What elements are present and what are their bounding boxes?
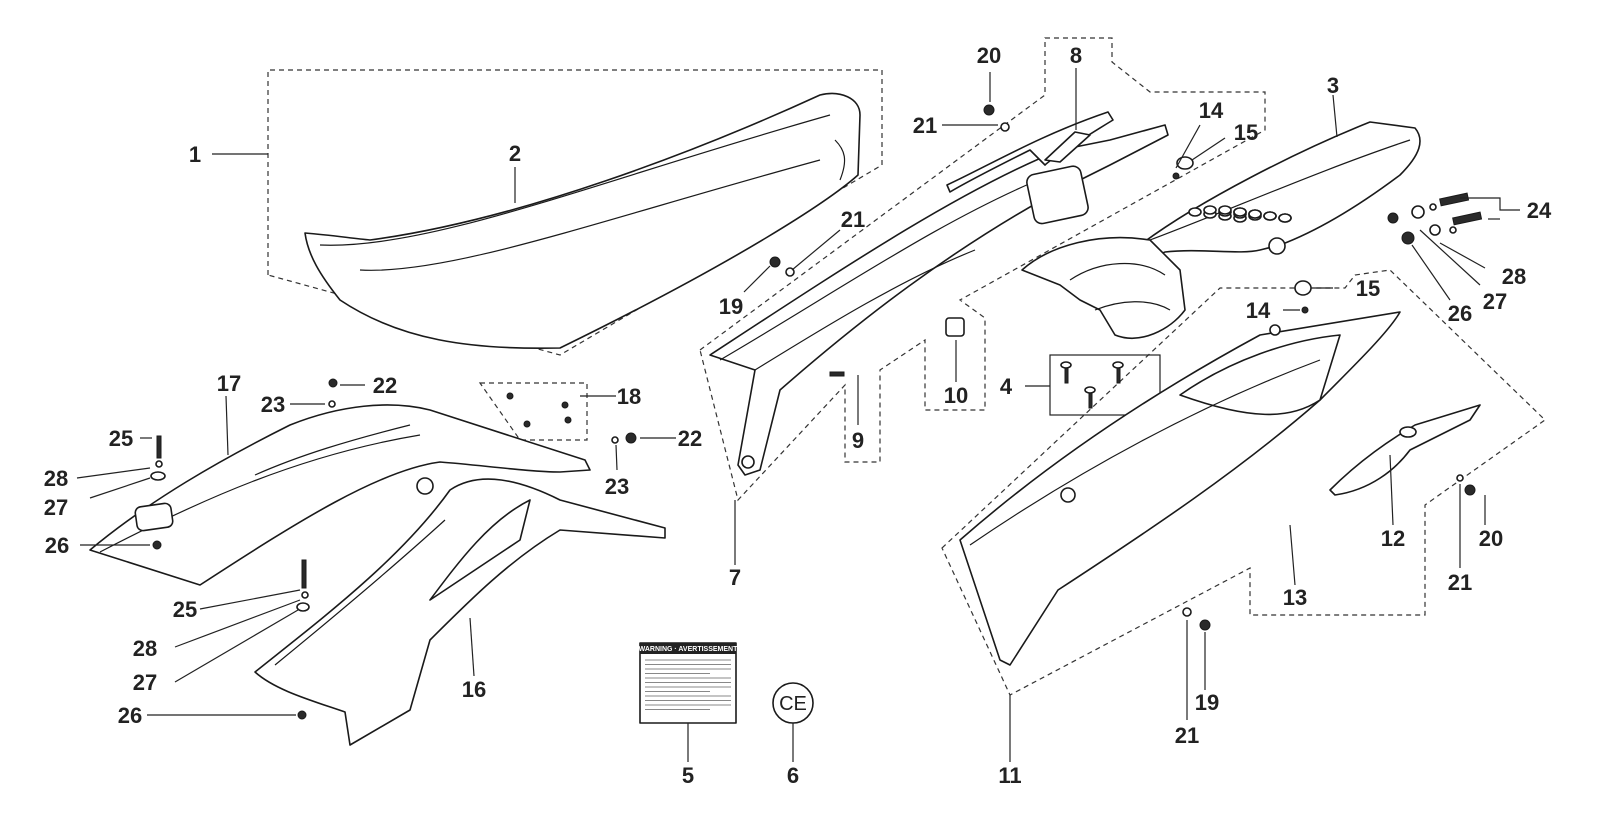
side-panel-insert	[1329, 404, 1481, 496]
clip-nut	[945, 317, 965, 337]
callout-14-top: 14	[1199, 98, 1224, 123]
callout-21-bottom: 21	[1175, 723, 1199, 748]
callout-14-right: 14	[1246, 298, 1271, 323]
group-frame-bolts-4	[1049, 354, 1161, 416]
callout-25-top: 25	[109, 426, 133, 451]
left-number-plate	[254, 477, 666, 746]
tail-cover-hole	[1248, 209, 1262, 219]
callout-12: 12	[1381, 526, 1405, 551]
callout-15-top: 15	[1234, 120, 1258, 145]
callout-4: 4	[1000, 374, 1013, 399]
callout-1: 1	[189, 142, 201, 167]
callout-21-right: 21	[1448, 570, 1472, 595]
callout-10: 10	[944, 383, 968, 408]
callout-19-top: 19	[719, 294, 743, 319]
callout-26-right: 26	[1448, 301, 1472, 326]
tail-bracket	[946, 111, 1114, 193]
callout-28-left: 28	[44, 466, 68, 491]
callout-21-top: 21	[913, 113, 937, 138]
callout-25-bottom: 25	[173, 597, 197, 622]
seat	[304, 92, 861, 350]
callout-23-top: 23	[261, 392, 285, 417]
callout-labels: 1 2 3 4 5 6 7 8 9 10 11 12 13 14 15 15 1…	[44, 43, 1552, 788]
callout-20-top: 20	[977, 43, 1001, 68]
callout-19-bottom: 19	[1195, 690, 1219, 715]
callout-5: 5	[682, 763, 694, 788]
warning-label: WARNING · AVERTISSEMENT	[639, 642, 739, 724]
callout-22-top: 22	[373, 373, 397, 398]
tail-cover-hole	[1233, 207, 1247, 217]
right-side-panel	[959, 311, 1401, 666]
bolts-set-4	[1060, 361, 1124, 409]
tail-cover-holes	[1188, 205, 1292, 223]
callout-3: 3	[1327, 73, 1339, 98]
mudflap-bracket	[1021, 236, 1186, 339]
callout-27-left: 27	[44, 495, 68, 520]
tail-cover-hole	[1188, 207, 1202, 217]
left-side-panel	[89, 404, 591, 586]
callout-6: 6	[787, 763, 799, 788]
callout-27-right: 27	[1483, 289, 1507, 314]
group-frame-side-panel	[941, 269, 1546, 696]
callout-9: 9	[852, 428, 864, 453]
callout-28-bottom: 28	[133, 636, 157, 661]
callout-7: 7	[729, 565, 741, 590]
ce-mark-text: CE	[779, 693, 807, 715]
tail-cover-hole	[1203, 205, 1217, 215]
warning-label-title: WARNING · AVERTISSEMENT	[639, 646, 739, 653]
callout-23-mid: 23	[605, 474, 629, 499]
callout-26-bottom: 26	[118, 703, 142, 728]
tail-cover-hole	[1218, 205, 1232, 215]
callout-20-right: 20	[1479, 526, 1503, 551]
tail-cover	[1139, 121, 1421, 255]
callout-21-mid: 21	[841, 207, 865, 232]
callout-8: 8	[1070, 43, 1082, 68]
group-frame-bolts-18	[478, 382, 588, 441]
rear-fender	[709, 124, 1169, 476]
callout-11: 11	[998, 763, 1021, 788]
callout-26-left: 26	[45, 533, 69, 558]
tail-cover-hole	[1263, 211, 1277, 221]
callout-27-bottom: 27	[133, 670, 157, 695]
callout-22-mid: 22	[678, 426, 702, 451]
leader-lines	[76, 68, 1520, 762]
callout-13: 13	[1283, 585, 1307, 610]
ce-mark: CE	[772, 682, 814, 724]
group-frame-rear-fender	[699, 37, 1266, 502]
callout-24: 24	[1527, 198, 1552, 223]
callout-16: 16	[462, 677, 486, 702]
callout-2: 2	[509, 141, 521, 166]
warning-label-text-lines	[645, 659, 731, 710]
group-frame-seat	[267, 69, 883, 356]
callout-17: 17	[217, 371, 241, 396]
callout-18: 18	[617, 384, 641, 409]
callout-28-right: 28	[1502, 264, 1526, 289]
tail-cover-hole	[1278, 213, 1292, 223]
callout-15-right: 15	[1356, 276, 1380, 301]
fasteners	[150, 104, 1483, 720]
